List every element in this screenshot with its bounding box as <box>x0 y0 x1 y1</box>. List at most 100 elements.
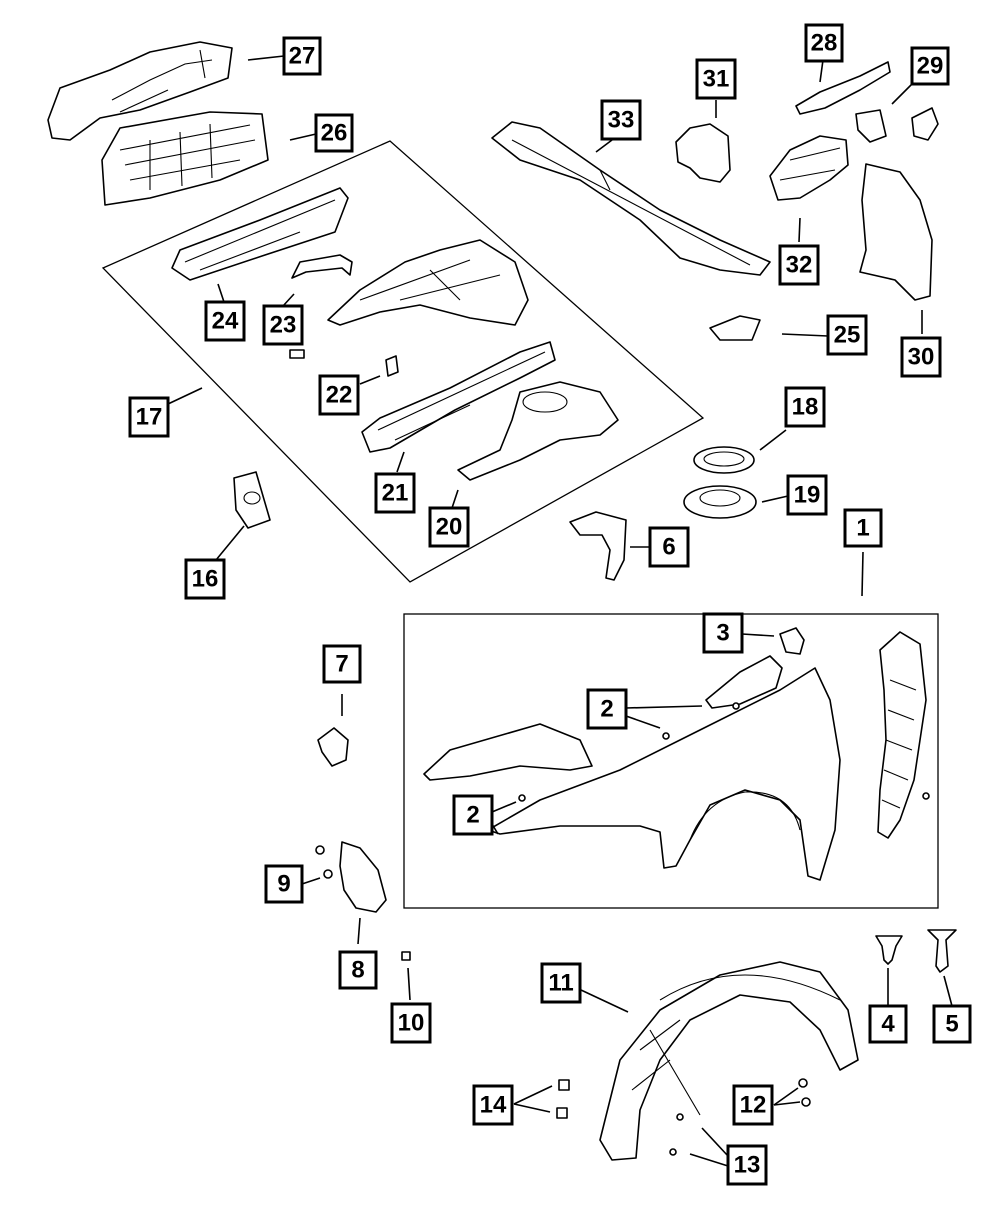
part-27-dash-panel <box>47 41 233 141</box>
callout-27: 27 <box>282 36 322 76</box>
part-32-reinforcement <box>769 135 849 201</box>
part-7-bracket <box>317 727 349 767</box>
part-14-clips <box>556 1079 570 1119</box>
part-6-bracket <box>569 511 627 581</box>
callout-31: 31 <box>695 58 737 100</box>
part-21-rail <box>361 341 556 453</box>
callout-29: 29 <box>910 46 950 86</box>
svg-text:14: 14 <box>480 1092 507 1119</box>
svg-text:12: 12 <box>740 1092 767 1119</box>
part-3-clip <box>779 627 805 655</box>
part-5-push-pin <box>927 929 957 973</box>
part-13-screws <box>669 1113 684 1156</box>
svg-text:1: 1 <box>856 515 869 542</box>
callout-18: 18 <box>784 386 826 428</box>
part-23-bracket <box>289 254 353 359</box>
callout-14: 14 <box>472 1084 514 1126</box>
svg-text:27: 27 <box>289 43 316 70</box>
part-12-screws <box>798 1078 811 1107</box>
callout-6: 6 <box>648 526 690 568</box>
callout-28: 28 <box>804 23 844 63</box>
part-9-bolts <box>315 845 333 879</box>
callout-4: 4 <box>868 1004 908 1044</box>
callout-20: 20 <box>428 506 470 548</box>
svg-text:24: 24 <box>212 308 239 335</box>
svg-text:30: 30 <box>908 344 935 371</box>
part-apron-upper <box>327 239 529 326</box>
svg-text:7: 7 <box>335 651 348 678</box>
part-11-wheelhouse-liner <box>599 961 859 1161</box>
callout-2-lower: 2 <box>452 794 494 836</box>
callout-24: 24 <box>204 300 246 342</box>
svg-text:22: 22 <box>326 382 353 409</box>
part-31-bracket <box>675 123 731 183</box>
callout-5: 5 <box>932 1004 972 1044</box>
part-16-plate <box>233 471 271 529</box>
svg-text:31: 31 <box>703 66 730 93</box>
part-28-rail <box>795 61 891 115</box>
callout-3: 3 <box>702 612 744 654</box>
part-26-cowl <box>101 111 269 206</box>
fender-fasteners <box>518 702 930 802</box>
callout-23: 23 <box>262 304 304 346</box>
part-10-nut <box>401 951 411 961</box>
callout-25: 25 <box>826 314 868 356</box>
svg-text:28: 28 <box>811 30 838 57</box>
svg-text:32: 32 <box>786 252 813 279</box>
callout-1: 1 <box>843 508 883 548</box>
svg-text:23: 23 <box>270 312 297 339</box>
svg-text:11: 11 <box>548 970 573 997</box>
svg-text:2: 2 <box>600 696 613 723</box>
part-19-seal <box>683 485 757 519</box>
callout-11: 11 <box>540 962 582 1004</box>
svg-text:6: 6 <box>662 534 675 561</box>
svg-text:10: 10 <box>398 1010 425 1037</box>
svg-text:5: 5 <box>945 1011 958 1038</box>
svg-text:9: 9 <box>277 871 290 898</box>
svg-text:3: 3 <box>716 620 729 647</box>
svg-text:2: 2 <box>466 802 479 829</box>
part-29-brackets <box>855 107 939 143</box>
callout-9: 9 <box>264 864 304 904</box>
callout-13: 13 <box>726 1144 768 1186</box>
part-22-clip <box>385 355 399 377</box>
svg-text:33: 33 <box>608 107 635 134</box>
leader-lines <box>167 55 953 1167</box>
callout-30: 30 <box>900 336 942 378</box>
svg-text:20: 20 <box>436 514 463 541</box>
part-18-isolator <box>693 446 755 474</box>
callout-33: 33 <box>600 99 642 141</box>
svg-text:19: 19 <box>794 482 821 509</box>
svg-text:18: 18 <box>792 394 819 421</box>
callout-19: 19 <box>786 474 828 516</box>
part-fender-liner-rear <box>877 631 927 839</box>
part-25-bracket <box>709 315 761 341</box>
svg-text:4: 4 <box>881 1011 895 1038</box>
part-1-fender <box>487 667 841 881</box>
group-17-frame <box>101 140 705 583</box>
callout-8: 8 <box>338 950 378 990</box>
svg-text:8: 8 <box>351 957 364 984</box>
svg-text:26: 26 <box>321 120 348 147</box>
svg-text:17: 17 <box>136 404 163 431</box>
callout-21: 21 <box>374 472 416 514</box>
callout-10: 10 <box>390 1002 432 1044</box>
part-fender-bracket <box>423 655 783 781</box>
svg-text:25: 25 <box>834 322 861 349</box>
svg-text:21: 21 <box>382 480 409 507</box>
part-24-rail <box>171 187 349 281</box>
svg-text:16: 16 <box>192 566 219 593</box>
part-33-crossmember <box>491 121 771 276</box>
callout-12: 12 <box>732 1084 774 1126</box>
part-30-extension <box>859 163 933 301</box>
svg-text:29: 29 <box>917 53 944 80</box>
callout-26: 26 <box>314 113 354 153</box>
callout-17: 17 <box>128 396 170 438</box>
part-8-support <box>339 841 387 913</box>
callout-16: 16 <box>184 558 226 600</box>
part-4-push-pin <box>875 935 903 965</box>
callout-2-upper: 2 <box>586 688 628 730</box>
group-1-frame <box>403 613 939 909</box>
part-20-shock-tower <box>457 381 619 481</box>
